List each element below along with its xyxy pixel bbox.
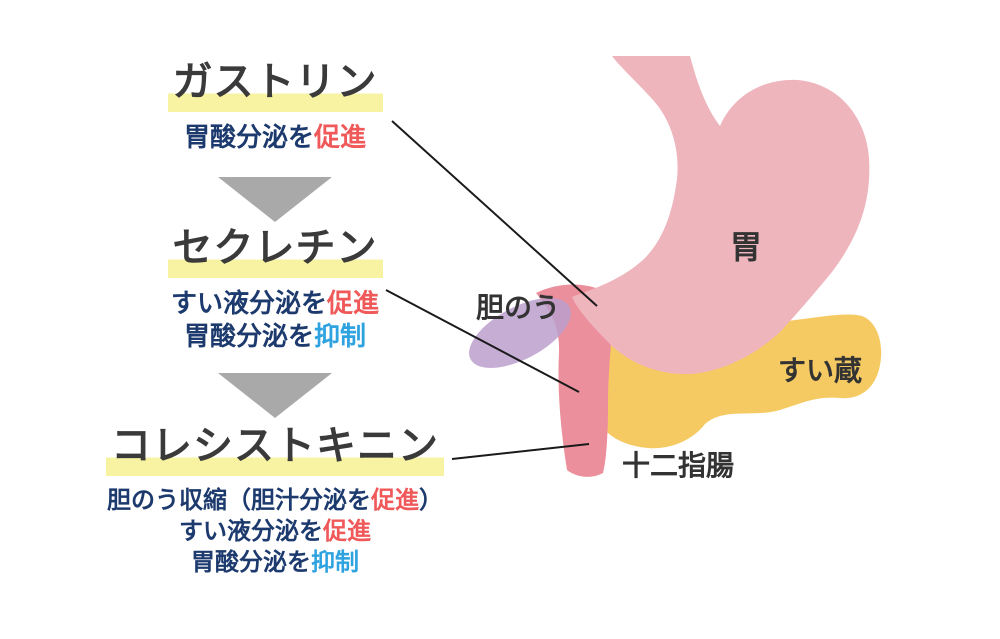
effect-line: すい液分泌を促進: [25, 516, 525, 547]
hormone-block-gastrin: ガストリン 胃酸分泌を促進: [75, 58, 475, 154]
effect-line: 胃酸分泌を促進: [75, 121, 475, 154]
stomach-label: 胃: [730, 229, 763, 265]
pointer-line-cck: [451, 443, 590, 460]
effect-line: 胃酸分泌を抑制: [75, 320, 475, 353]
pointer-line-secretin: [385, 289, 580, 393]
effect-keyword-suppress: 抑制: [311, 549, 359, 576]
effect-text: ）: [419, 487, 443, 514]
effect-keyword-promote: 促進: [371, 487, 419, 514]
effect-keyword-promote: 促進: [314, 122, 367, 152]
hormone-title-row: ガストリン: [75, 58, 475, 112]
hormone-block-secretin: セクレチン すい液分泌を促進 胃酸分泌を抑制: [75, 224, 475, 353]
gallbladder-shape: [469, 298, 571, 368]
duodenum-label: 十二指腸: [622, 450, 735, 481]
hormone-title-row: セクレチン: [75, 224, 475, 278]
hormone-effects-cholecystokinin: 胆のう収縮（胆汁分泌を促進） すい液分泌を促進 胃酸分泌を抑制: [25, 485, 525, 578]
effect-text: 胃酸分泌を: [191, 549, 311, 576]
effect-text: すい液分泌を: [179, 518, 323, 545]
pancreas-label: すい蔵: [778, 355, 863, 386]
effect-line: 胃酸分泌を抑制: [25, 547, 525, 578]
effect-text: すい液分泌を: [170, 288, 327, 318]
hormone-effects-secretin: すい液分泌を促進 胃酸分泌を抑制: [75, 287, 475, 353]
hormone-title-row: コレシストキニン: [25, 422, 525, 476]
hormone-effects-gastrin: 胃酸分泌を促進: [75, 121, 475, 154]
effect-text: 胃酸分泌を: [183, 122, 314, 152]
effect-line: すい液分泌を促進: [75, 287, 475, 320]
effect-keyword-promote: 促進: [327, 288, 380, 318]
hormone-name-secretin: セクレチン: [167, 224, 383, 278]
gallbladder-label: 胆のう: [476, 292, 561, 323]
hormone-name-cholecystokinin: コレシストキニン: [106, 422, 444, 476]
hormone-block-cholecystokinin: コレシストキニン 胆のう収縮（胆汁分泌を促進） すい液分泌を促進 胃酸分泌を抑制: [25, 422, 525, 578]
effect-text: 胃酸分泌を: [183, 321, 314, 351]
duodenum-shape: [536, 284, 614, 477]
pointer-line-gastrin: [391, 120, 598, 307]
effect-keyword-suppress: 抑制: [314, 321, 367, 351]
hormone-name-gastrin: ガストリン: [167, 58, 383, 112]
effect-keyword-promote: 促進: [323, 518, 371, 545]
effect-line: 胆のう収縮（胆汁分泌を促進）: [25, 485, 525, 516]
effect-text: 胆のう収縮（胆汁分泌を: [107, 487, 371, 514]
stomach-shape: [572, 56, 870, 375]
